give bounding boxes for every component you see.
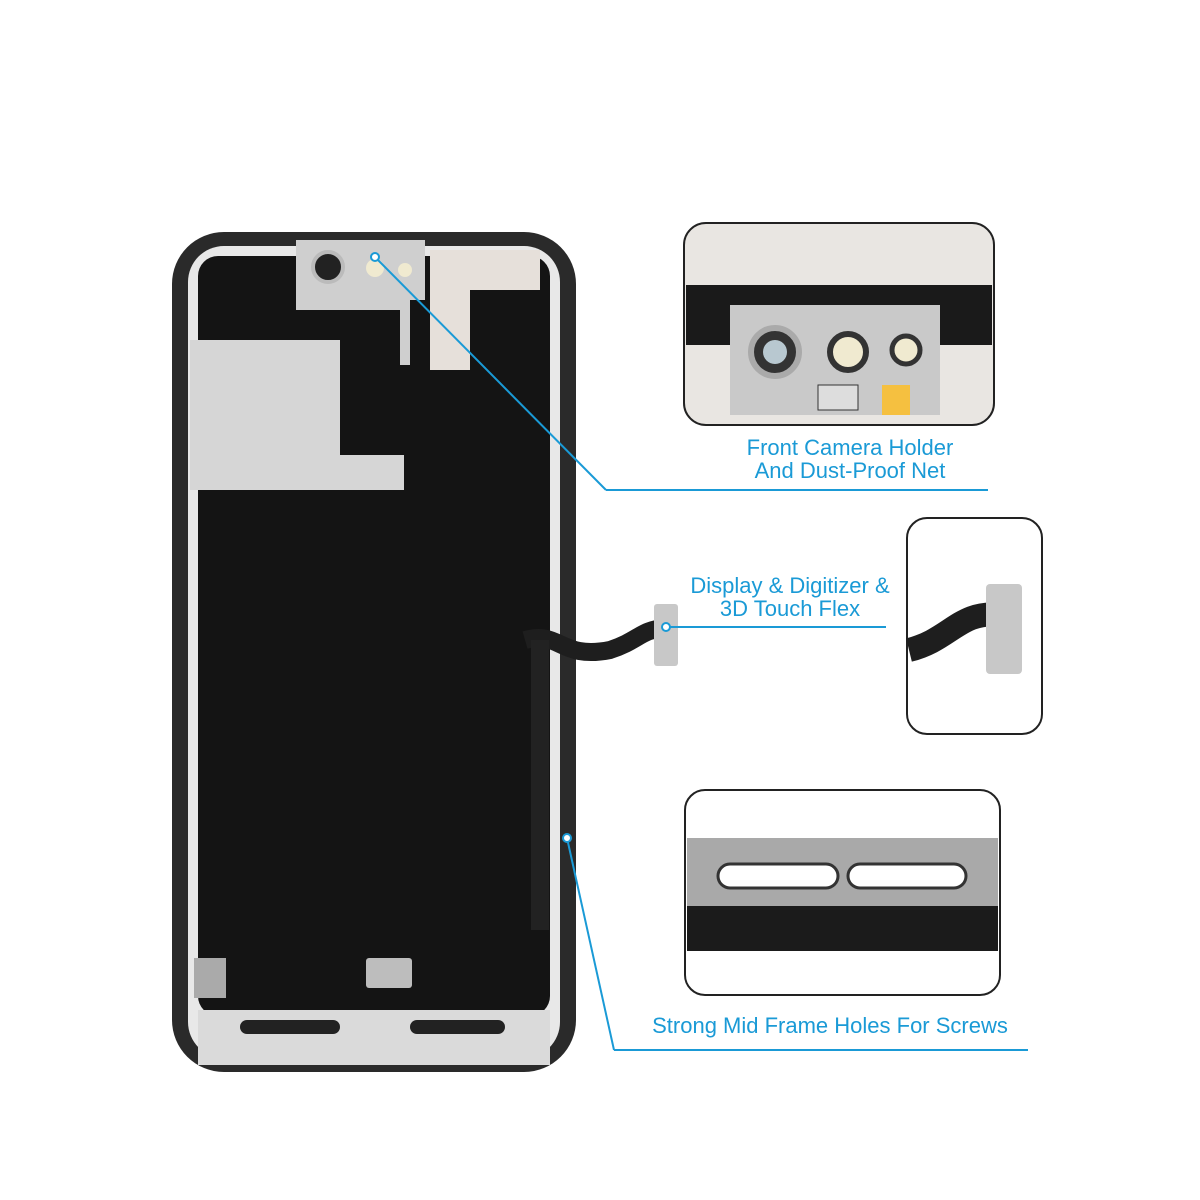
bottom-slot [240, 1020, 340, 1034]
callout-camera-line2: And Dust-Proof Net [754, 458, 946, 483]
callout-dot [370, 252, 380, 262]
callout-line-frame [566, 837, 615, 1051]
inset-frame-closeup [684, 789, 1001, 996]
flex-connector [654, 604, 678, 666]
callout-frame-line1: Strong Mid Frame Holes For Screws [652, 1013, 1008, 1038]
callout-flex-line2: 3D Touch Flex [719, 596, 861, 621]
inset-camera-closeup [683, 222, 995, 426]
chip [366, 958, 412, 988]
callout-label-camera: Front Camera Holder And Dust-Proof Net [710, 436, 990, 482]
bottom-slot [410, 1020, 505, 1034]
sensor [398, 263, 412, 277]
callout-flex-line1: Display & Digitizer & [690, 573, 890, 598]
chip [194, 958, 226, 998]
callout-label-flex: Display & Digitizer & 3D Touch Flex [660, 574, 920, 620]
callout-line-camera [374, 256, 607, 491]
callout-camera-line1: Front Camera Holder [746, 435, 954, 460]
front-camera [311, 250, 345, 284]
callout-label-frame: Strong Mid Frame Holes For Screws [620, 1014, 1040, 1037]
inset-flex-closeup [905, 517, 1043, 735]
flex-cable [522, 619, 667, 661]
sensor [366, 259, 384, 277]
callout-dot [661, 622, 671, 632]
callout-dot [562, 833, 572, 843]
bottom-bracket [198, 1010, 550, 1065]
metal-shield [178, 340, 404, 490]
